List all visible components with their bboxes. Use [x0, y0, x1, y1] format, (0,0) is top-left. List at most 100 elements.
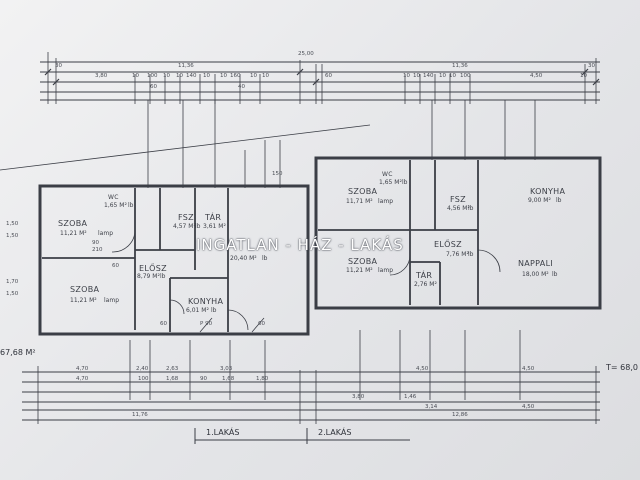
top-dim-l12: 60: [150, 84, 157, 90]
room-nappali1-unit: lb: [262, 255, 268, 262]
top-dim-l3: 100: [147, 73, 158, 79]
side-dim-0: 1,50: [6, 221, 19, 227]
bottom-dims: [22, 371, 600, 421]
bottom-dim-r1-0: 4,70: [76, 366, 89, 372]
opening-label-1: 210: [92, 247, 103, 253]
bottom-dim-r2-2: 1,68: [166, 376, 179, 382]
room-nappali2-unit: lb: [552, 271, 558, 278]
dim-slashes: [44, 68, 600, 86]
bottom-dim-r1-3: 3,03: [220, 366, 233, 372]
bottom-dim-r1-2: 2,63: [166, 366, 179, 372]
room-wc1-unit: lb: [128, 202, 134, 209]
room-elosz1-unit: lb: [160, 273, 166, 280]
building-left-walls: [38, 184, 310, 336]
section-label-1: 1.LAKÁS: [206, 428, 240, 437]
room-wc2-area: 1,65 M²: [379, 179, 402, 186]
bottom-dim-r2-4: 1,68: [222, 376, 235, 382]
top-dim-r0: 60: [325, 73, 332, 79]
dim-right-part: 11,36: [452, 63, 468, 69]
bottom-dim-r2-8: 3,14: [425, 404, 438, 410]
top-dim-r8: 10: [580, 73, 587, 79]
room-konyha1-area: 6,01 M²: [186, 307, 209, 314]
room-fsz2-name: FSZ: [450, 195, 466, 204]
room-elosz2-name: ELŐSZ: [434, 240, 462, 249]
top-dim-l8: 10: [220, 73, 227, 79]
room-tar2-name: TÁR: [416, 271, 433, 280]
side-dim-3: 1,50: [6, 291, 19, 297]
top-dim-l0: 30: [55, 63, 62, 69]
room-konyha1-unit: lb: [211, 307, 217, 314]
top-dim-l13: 40: [238, 84, 245, 90]
bottom-dim-r1-1: 2,40: [136, 366, 149, 372]
top-dim-r3: 140: [423, 73, 434, 79]
room-wc2-name: WC: [382, 171, 393, 178]
room-fsz2-area: 4,56 M²: [447, 205, 470, 212]
top-dim-l5: 10: [176, 73, 183, 79]
room-szoba1-area: 11,21 M²: [60, 230, 87, 237]
top-dim-r4: 10: [439, 73, 446, 79]
room-fsz1-unit: lb: [195, 223, 201, 230]
top-ticks: [47, 52, 597, 104]
room-szoba4-unit: lamp: [378, 267, 393, 274]
room-elosz1-area: 8,79 M²: [137, 273, 160, 280]
room-nappali2-name: NAPPALI: [518, 259, 553, 268]
bottom-dim-r2-6: 3,80: [352, 394, 365, 400]
room-szoba1-unit: lamp: [98, 230, 113, 237]
top-dim-l10: 10: [250, 73, 257, 79]
top-dim-r9: 30: [588, 63, 595, 69]
room-konyha2-name: KONYHA: [530, 187, 566, 196]
room-elosz2-area: 7,76 M²: [446, 251, 469, 258]
right-area-total: T= 68,0: [606, 363, 638, 372]
top-dim-r5: 10: [449, 73, 456, 79]
door-swings: [111, 229, 501, 333]
room-konyha2-area: 9,00 M²: [528, 197, 551, 204]
bottom-dim-r2-5: 1,80: [256, 376, 269, 382]
room-fsz2-unit: lb: [468, 205, 474, 212]
section-line: [0, 124, 371, 171]
top-dim-l1: 3,80: [95, 73, 108, 79]
bottom-dim-total-1: 12,86: [452, 412, 468, 418]
room-szoba2-area: 11,21 M²: [70, 297, 97, 304]
room-szoba3-name: SZOBA: [348, 187, 378, 196]
room-wc1-area: 1,65 M²: [104, 202, 127, 209]
building-left-inner-walls: [42, 188, 229, 332]
top-dim-l7: 10: [203, 73, 210, 79]
building-right-walls: [314, 156, 602, 310]
top-dim-r2: 10: [413, 73, 420, 79]
room-wc1-name: WC: [108, 194, 119, 201]
side-dim-2: 1,70: [6, 279, 19, 285]
room-szoba4-area: 11,21 M²: [346, 267, 373, 274]
room-szoba1-name: SZOBA: [58, 219, 88, 228]
room-szoba3-unit: lamp: [378, 198, 393, 205]
opening-label-2: 60: [112, 263, 119, 269]
room-elosz1-name: ELŐSZ: [139, 264, 167, 273]
room-elosz2-unit: lb: [468, 251, 474, 258]
dim-total: 25,00: [298, 51, 314, 57]
room-tar2-area: 2,76 M²: [414, 281, 437, 288]
room-fsz1-area: 4,57 M²: [173, 223, 196, 230]
section-label-2: 2.LAKÁS: [318, 428, 352, 437]
room-tar1-name: TÁR: [205, 213, 222, 222]
bottom-dim-r2-0: 4,70: [76, 376, 89, 382]
section-boxes: [194, 428, 410, 444]
side-dim-4: 60: [160, 321, 167, 327]
room-konyha2-unit: lb: [556, 197, 562, 204]
bottom-dim-r1-4: 4,50: [416, 366, 429, 372]
top-dim-r6: 100: [460, 73, 471, 79]
bottom-dim-r1-5: 4,50: [522, 366, 535, 372]
top-dim-l9: 160: [230, 73, 241, 79]
bottom-ticks: [37, 330, 597, 424]
room-nappali1-area: 20,40 M²: [230, 255, 257, 262]
room-fsz1-name: FSZ: [178, 213, 194, 222]
bottom-dim-r2-3: 90: [200, 376, 207, 382]
room-tar1-area: 3,61 M²: [203, 223, 226, 230]
watermark-text: INGATLAN - HÁZ - LAKÁS: [196, 236, 404, 254]
leader-lines: [147, 100, 536, 188]
bottom-dim-r2-7: 1,46: [404, 394, 417, 400]
left-area-total: 67,68 M²: [0, 348, 36, 357]
top-dim-r7: 4,50: [530, 73, 543, 79]
top-dim-r1: 10: [403, 73, 410, 79]
room-szoba2-unit: lamp: [104, 297, 119, 304]
top-dim-l6: 140: [186, 73, 197, 79]
